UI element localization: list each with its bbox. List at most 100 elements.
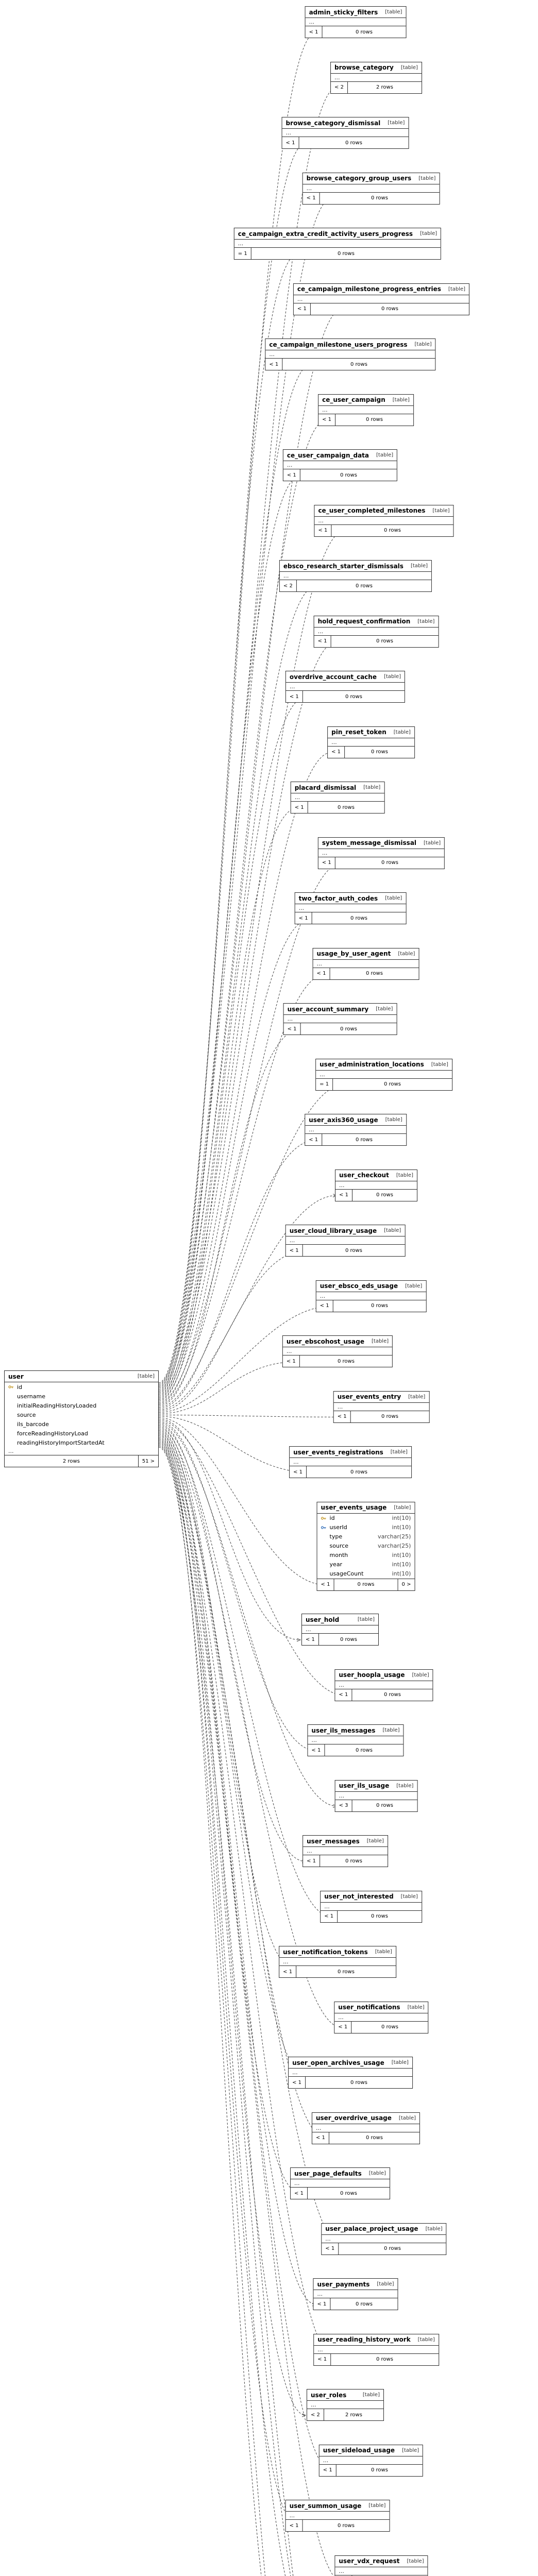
collapsed-columns-ellipsis: ... — [285, 2512, 390, 2520]
row-count: 0 rows — [350, 361, 367, 367]
incoming-count: < 2 — [307, 2409, 324, 2420]
table-badge: [table] — [398, 951, 415, 957]
incoming-count: < 1 — [286, 2520, 303, 2531]
table-box-ce_user_completed_milestones[interactable]: ce_user_completed_milestones[table]...< … — [314, 504, 454, 537]
collapsed-columns-ellipsis: ... — [5, 1447, 158, 1455]
column-name: forceReadingHistoryLoad — [17, 1430, 88, 1437]
table-name: system_message_dismissal — [322, 839, 417, 846]
incoming-count: < 1 — [322, 2243, 339, 2255]
collapsed-columns-ellipsis: ... — [335, 2567, 428, 2575]
table-header: user_page_defaults[table] — [291, 2168, 390, 2179]
table-box-ebsco_research_starter_dismissals[interactable]: ebsco_research_starter_dismissals[table]… — [279, 560, 432, 592]
table-box-user_administration_locations[interactable]: user_administration_locations[table]...=… — [315, 1058, 452, 1091]
row-count: 0 rows — [383, 1692, 401, 1698]
row-count: 0 rows — [355, 1747, 373, 1753]
table-badge: [table] — [408, 1394, 426, 1400]
row-count: 0 rows — [371, 2467, 388, 2473]
collapsed-columns-ellipsis: ... — [314, 628, 439, 636]
relationship-edge — [158, 1362, 298, 1414]
relationship-edge — [158, 1431, 300, 2194]
collapsed-columns-ellipsis: ... — [279, 572, 432, 580]
table-box-browse_category_group_users[interactable]: browse_category_group_users[table]...< 1… — [302, 172, 440, 205]
table-name: user_not_interested — [324, 1893, 394, 1900]
column-row: readingHistoryImportStartedAt — [5, 1438, 158, 1447]
row-count: 0 rows — [365, 2135, 383, 2141]
column-name: type — [329, 1533, 343, 1540]
table-name: overdrive_account_cache — [289, 673, 377, 681]
table-header: user_axis360_usage[table] — [305, 1114, 406, 1126]
table-badge: [table] — [417, 2336, 435, 2343]
incoming-count: < 1 — [334, 2021, 352, 2033]
collapsed-columns-ellipsis: ... — [302, 184, 440, 193]
table-header: hold_request_confirmation[table] — [314, 616, 439, 628]
table-badge: [table] — [407, 2558, 424, 2564]
outgoing-count: 51 > — [138, 1455, 158, 1467]
relationship-edge — [158, 1430, 326, 2139]
table-box-user_vdx_request[interactable]: user_vdx_request[table]...< 10 rows — [334, 2555, 428, 2576]
table-header: admin_sticky_filters[table] — [305, 7, 406, 18]
table-badge: [table] — [385, 1117, 402, 1123]
table-box-ce_campaign_extra_credit_activity_users_progress[interactable]: ce_campaign_extra_credit_activity_users_… — [233, 228, 442, 260]
table-name: user_sideload_usage — [323, 2447, 395, 2454]
table-box-ce_campaign_milestone_progress_entries[interactable]: ce_campaign_milestone_progress_entries[t… — [293, 283, 470, 315]
relationship-edge — [158, 1251, 306, 1412]
table-name: user_cloud_library_usage — [289, 1227, 377, 1234]
collapsed-columns-ellipsis: ... — [290, 1458, 411, 1466]
table-header: user_ils_usage[table] — [335, 1781, 417, 1792]
collapsed-columns-ellipsis: ... — [318, 849, 445, 857]
incoming-count: < 1 — [289, 2077, 306, 2088]
collapsed-columns-ellipsis: ... — [308, 1736, 404, 1744]
table-box-ce_campaign_milestone_users_progress[interactable]: ce_campaign_milestone_users_progress[tab… — [265, 338, 436, 370]
incoming-count: < 1 — [316, 1300, 333, 1312]
column-type: varchar(25) — [378, 1543, 411, 1549]
table-header: ce_campaign_milestone_progress_entries[t… — [293, 284, 469, 295]
table-name: user_roles — [311, 2391, 347, 2399]
column-name: source — [17, 1411, 36, 1418]
